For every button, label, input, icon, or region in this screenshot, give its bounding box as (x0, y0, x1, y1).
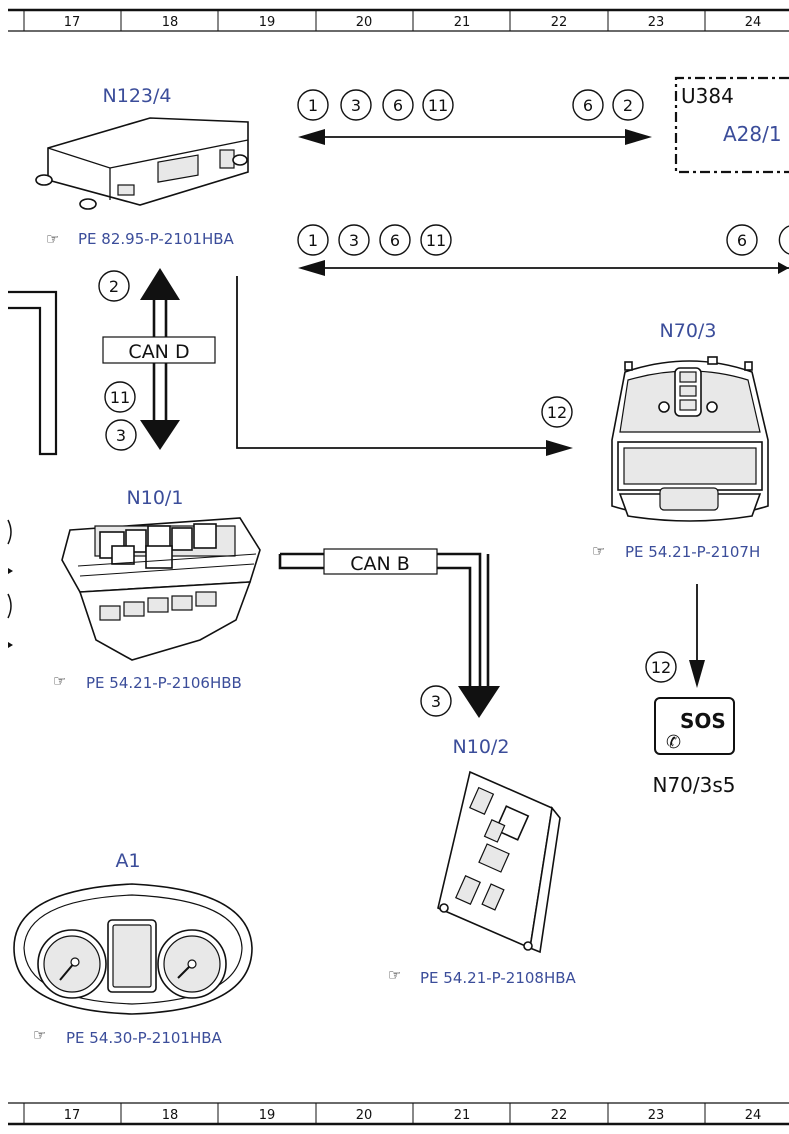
mid-marker-11: 11 (426, 231, 446, 250)
n123-to-n70-line (236, 276, 573, 456)
grid-col-22-bottom: 22 (551, 1108, 568, 1123)
phone-icon: ✆ (666, 732, 681, 753)
n70-to-sos-line (689, 584, 705, 688)
marker-3-n10-2: 3 (431, 692, 441, 711)
n70-3-ref-text: PE 54.21-P-2107H (625, 543, 760, 561)
marker-1: 1 (308, 96, 318, 115)
grid-col-21: 21 (454, 15, 471, 30)
left-edge-connector (7, 290, 58, 648)
grid-col-22: 22 (551, 15, 568, 30)
n123-4-label: N123/4 (103, 85, 172, 107)
top-bus-arrow (298, 129, 652, 145)
grid-col-19: 19 (259, 15, 276, 30)
can-d-marker-2: 2 (109, 277, 119, 296)
n10-2-module-drawing (437, 770, 561, 954)
grid-col-20: 20 (356, 15, 373, 30)
grid-col-17: 17 (64, 15, 81, 30)
grid-col-18: 18 (162, 15, 179, 30)
grid-col-19-bottom: 19 (259, 1108, 276, 1123)
hand-pointer-icon: ☞ (388, 966, 401, 984)
mid-marker-3: 3 (349, 231, 359, 250)
mid-marker-6-right: 6 (737, 231, 747, 250)
n70-3s5-label: N70/3s5 (652, 773, 735, 797)
n10-1-label: N10/1 (127, 487, 184, 509)
grid-col-24-bottom: 24 (745, 1108, 762, 1123)
marker-11: 11 (428, 96, 448, 115)
n10-1-ref-text: PE 54.21-P-2106HBB (86, 674, 242, 692)
hand-pointer-icon: ☞ (592, 542, 605, 560)
a28-1-label: A28/1 (723, 122, 782, 146)
marker-2-right: 2 (623, 96, 633, 115)
u384-box: U384 A28/1 (674, 76, 789, 174)
middle-row-markers: 1 3 6 11 6 (297, 224, 789, 256)
n70-3-label: N70/3 (660, 320, 717, 342)
a1-ref-text: PE 54.30-P-2101HBA (66, 1029, 223, 1047)
sos-button-label: SOS (680, 709, 726, 733)
n10-2-reference[interactable]: ☞ PE 54.21-P-2108HBA (388, 966, 577, 987)
can-d-marker-3: 3 (116, 426, 126, 445)
n123-4-unit-drawing (35, 117, 249, 210)
grid-col-21-bottom: 21 (454, 1108, 471, 1123)
grid-col-23: 23 (648, 15, 665, 30)
n70-3-reference[interactable]: ☞ PE 54.21-P-2107H (592, 542, 760, 561)
marker-12-sos: 12 (651, 658, 671, 677)
middle-bus-arrow (298, 260, 789, 276)
hand-pointer-icon: ☞ (33, 1026, 46, 1044)
top-row-markers: 1 3 6 11 6 2 (297, 89, 644, 121)
n10-2-label: N10/2 (453, 736, 510, 758)
n123-4-ref-text: PE 82.95-P-2101HBA (78, 230, 235, 248)
n10-1-reference[interactable]: ☞ PE 54.21-P-2106HBB (53, 672, 242, 692)
marker-6: 6 (393, 96, 403, 115)
grid-col-18-bottom: 18 (162, 1108, 179, 1123)
hand-pointer-icon: ☞ (46, 230, 59, 248)
top-grid-bar: 17 18 19 20 21 22 23 24 (8, 8, 789, 32)
mid-marker-1: 1 (308, 231, 318, 250)
n10-1-module-drawing (61, 517, 261, 661)
marker-12-n70: 12 (547, 403, 567, 422)
grid-col-20-bottom: 20 (356, 1108, 373, 1123)
grid-col-17-bottom: 17 (64, 1108, 81, 1123)
mid-marker-6: 6 (390, 231, 400, 250)
can-d-bus: CAN D (102, 268, 216, 450)
marker-3: 3 (351, 96, 361, 115)
can-d-marker-11: 11 (110, 388, 130, 407)
n70-3-panel-drawing (611, 356, 769, 522)
hand-pointer-icon: ☞ (53, 672, 66, 690)
grid-col-23-bottom: 23 (648, 1108, 665, 1123)
a1-label: A1 (115, 850, 140, 872)
can-d-label: CAN D (128, 341, 189, 363)
bottom-grid-bar: 17 18 19 20 21 22 23 24 (8, 1102, 789, 1126)
u384-label: U384 (681, 84, 734, 108)
a1-reference[interactable]: ☞ PE 54.30-P-2101HBA (33, 1026, 223, 1047)
marker-6-right: 6 (583, 96, 593, 115)
a1-instrument-cluster-drawing (13, 883, 253, 1015)
n10-2-ref-text: PE 54.21-P-2108HBA (420, 969, 577, 987)
can-b-label: CAN B (350, 553, 410, 575)
sos-button[interactable]: ✆ SOS (654, 697, 735, 755)
n123-4-reference[interactable]: ☞ PE 82.95-P-2101HBA (46, 230, 235, 248)
can-b-bus: CAN B (278, 548, 500, 718)
grid-col-24: 24 (745, 15, 762, 30)
